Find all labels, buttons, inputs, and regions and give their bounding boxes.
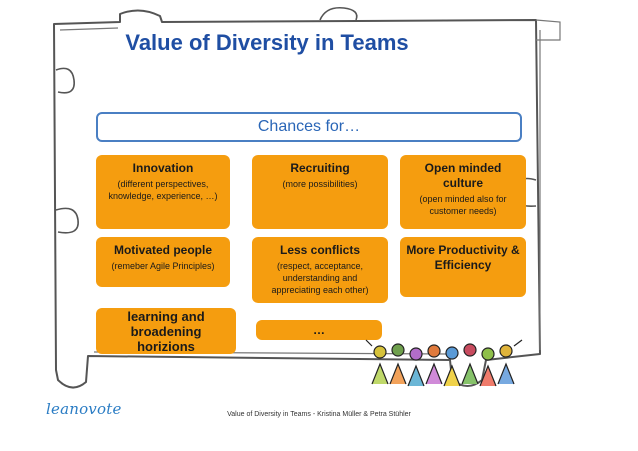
footer-text: Value of Diversity in Teams - Kristina M… bbox=[0, 411, 638, 418]
